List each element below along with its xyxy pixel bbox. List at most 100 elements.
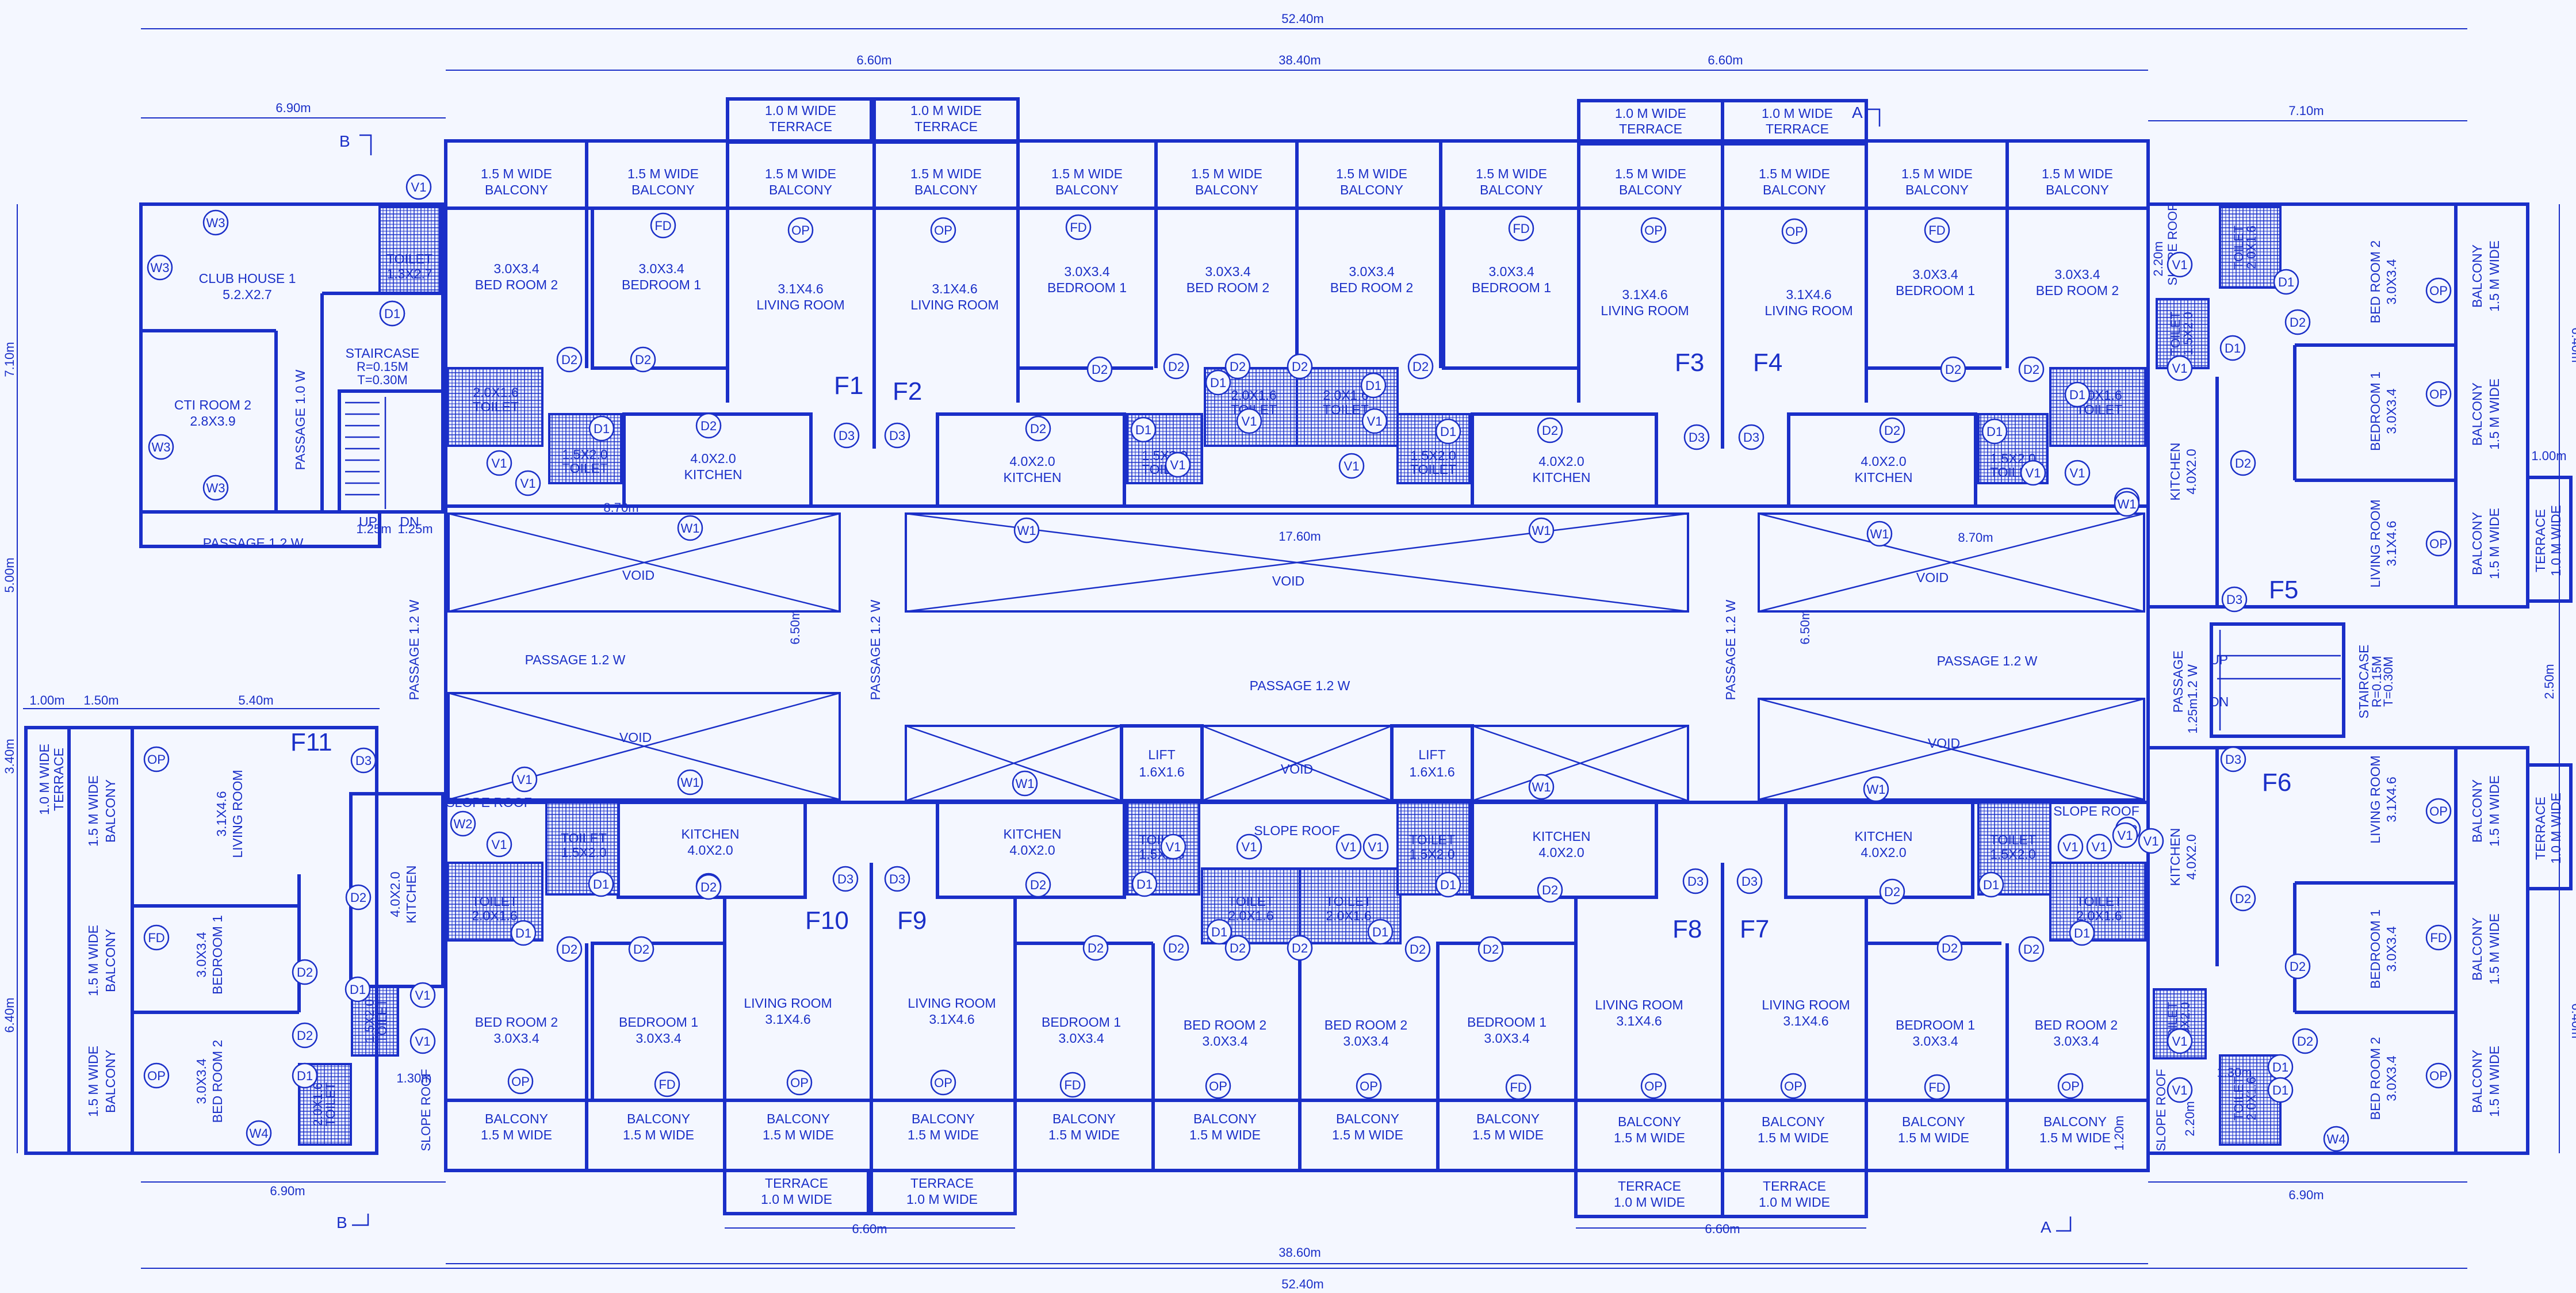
svg-text:D1: D1 (384, 307, 400, 321)
tag-d2-54: D2 (1537, 877, 1563, 903)
svg-text:D1: D1 (2272, 1060, 2288, 1074)
svg-text:V1: V1 (2144, 834, 2159, 848)
tag-w1-45: W1 (1528, 517, 1555, 544)
void-label-2: VOID (1272, 573, 1304, 588)
core-width-bottom: 38.60m (1279, 1245, 1320, 1260)
svg-text:D1: D1 (593, 877, 609, 892)
stair-right-passage: PASSAGE (2171, 651, 2185, 713)
balcony-top-11b: BALCONY (1905, 182, 1969, 197)
toilet-f3b-size: 2.0X1.6 (1323, 388, 1368, 403)
svg-text:OP: OP (2429, 387, 2448, 401)
svg-text:OP: OP (1360, 1079, 1378, 1093)
f5-living-name: LIVING ROOM (2368, 499, 2383, 587)
passage-center: PASSAGE 1.2 W (1250, 678, 1350, 693)
svg-text:D2: D2 (2235, 456, 2251, 470)
f11-toilet-name: TOILET (323, 1082, 338, 1127)
dim-100: 1.00m (29, 693, 64, 707)
balcony-top-2a: 1.5 M WIDE (627, 166, 699, 181)
toilet-f9b-size: 2.0X1.6 (1228, 908, 1273, 923)
svg-text:OP: OP (1784, 1079, 1802, 1093)
terrace-t1-b: TERRACE (769, 119, 832, 134)
svg-text:V1: V1 (1341, 840, 1357, 854)
tag-v1-117: V1 (2167, 251, 2193, 278)
svg-text:D2: D2 (2290, 315, 2306, 330)
f6-terrace-a: TERRACE (2533, 797, 2548, 860)
room-top-8-name: BEDROOM 1 (1472, 280, 1551, 295)
svg-text:V1: V1 (1170, 458, 1186, 472)
balcony-top-2b: BALCONY (631, 182, 695, 197)
f5-balcony-3b: 1.5 M WIDE (2487, 508, 2502, 579)
balcony-bot-10b: 1.5 M WIDE (1758, 1130, 1829, 1145)
terrace-b4-a: TERRACE (1763, 1179, 1826, 1193)
toilet-f7b-name: TOILET (2076, 894, 2122, 909)
kitchen-f9-size: 4.0X2.0 (1009, 843, 1055, 858)
room-bot-11-size: 3.0X3.4 (1912, 1034, 1958, 1049)
flat-label-f3: F3 (1675, 349, 1704, 377)
tag-op-124: OP (2425, 381, 2452, 407)
tag-op-8: OP (930, 217, 956, 243)
tag-w3-49: W3 (148, 434, 174, 460)
tag-v1-41: V1 (2064, 460, 2091, 486)
tag-d2-25: D2 (1537, 417, 1563, 443)
tag-w1-46: W1 (1866, 521, 1893, 547)
balcony-top-6b: BALCONY (1195, 182, 1258, 197)
tag-d1-31: D1 (1435, 418, 1461, 445)
void-label-6: VOID (1928, 736, 1960, 751)
svg-text:FD: FD (654, 219, 671, 233)
balcony-top-6a: 1.5 M WIDE (1191, 166, 1262, 181)
void-height-right: 6.50m (1798, 609, 1812, 644)
tag-d2-56: D2 (556, 936, 583, 962)
tag-d3-105: D3 (350, 747, 377, 774)
tag-op-75: OP (1205, 1073, 1231, 1099)
room-bot-4-size: 3.1X4.6 (929, 1012, 974, 1027)
tag-op-4: OP (787, 217, 814, 243)
balcony-bot-11b: 1.5 M WIDE (1898, 1130, 1969, 1145)
f11-balcony-3b: BALCONY (103, 1050, 118, 1113)
building-walls (444, 97, 2150, 1218)
kitchen-f2-name: KITCHEN (1004, 470, 1062, 485)
tag-d2-14: D2 (1407, 353, 1434, 380)
tag-v1-93: V1 (2086, 833, 2112, 860)
svg-text:V1: V1 (2172, 258, 2188, 272)
f6-balcony-3a: BALCONY (2470, 1050, 2485, 1113)
balcony-bot-5b: 1.5 M WIDE (1048, 1127, 1120, 1142)
tag-d1-29: D1 (1205, 369, 1231, 396)
svg-text:D1: D1 (1210, 376, 1226, 390)
kitchen-f9-name: KITCHEN (1004, 827, 1062, 841)
lift-2-size: 1.6X1.6 (1409, 764, 1454, 779)
kitchen-f10-name: KITCHEN (682, 827, 740, 841)
svg-text:OP: OP (147, 752, 166, 767)
room-bot-5-name: BEDROOM 1 (1042, 1015, 1121, 1030)
balcony-bot-1a: BALCONY (485, 1111, 548, 1126)
passage-vertical-2: PASSAGE 1.2 W (407, 599, 422, 700)
svg-text:FD: FD (1070, 220, 1086, 235)
toilet-f1b-size: 2.0X1.6 (473, 385, 518, 400)
svg-text:D3: D3 (1689, 430, 1705, 445)
svg-text:V1: V1 (2063, 840, 2079, 854)
void-height-left: 6.50m (788, 609, 802, 644)
void-dim-right: 8.70m (1958, 530, 1993, 545)
f6-kitchen-size: 4.0X2.0 (2184, 834, 2199, 879)
svg-text:V1: V1 (492, 456, 507, 470)
top-rooms: 3.0X3.4 BED ROOM 2 3.0X3.4 BEDROOM 1 3.1… (475, 261, 2119, 318)
top-balconies: 1.5 M WIDE BALCONY 1.5 M WIDE BALCONY 1.… (481, 166, 2113, 197)
lift-2-label: LIFT (1418, 747, 1445, 762)
svg-text:W4: W4 (250, 1126, 269, 1141)
svg-text:D2: D2 (1030, 878, 1046, 892)
room-bot-12-name: BED ROOM 2 (2035, 1017, 2118, 1032)
tag-d3-7: D3 (884, 422, 910, 449)
flat-label-f11: F11 (290, 728, 332, 756)
balcony-bot-3b: 1.5 M WIDE (763, 1127, 834, 1142)
tag-d3-127: D3 (2220, 746, 2246, 772)
balcony-top-10a: 1.5 M WIDE (1759, 166, 1830, 181)
flat-label-f8: F8 (1672, 915, 1702, 943)
svg-text:D2: D2 (1884, 885, 1900, 899)
balcony-top-12b: BALCONY (2046, 182, 2109, 197)
svg-text:D2: D2 (1292, 941, 1308, 955)
staircase-tread: T=0.30M (357, 373, 407, 387)
svg-text:V1: V1 (2118, 828, 2133, 843)
svg-text:D2: D2 (2290, 959, 2306, 974)
tag-d1-95: D1 (1131, 871, 1158, 897)
toilet-f1a-size: 1.5X2.0 (562, 447, 607, 462)
section-a-bottom: A (2041, 1218, 2051, 1236)
